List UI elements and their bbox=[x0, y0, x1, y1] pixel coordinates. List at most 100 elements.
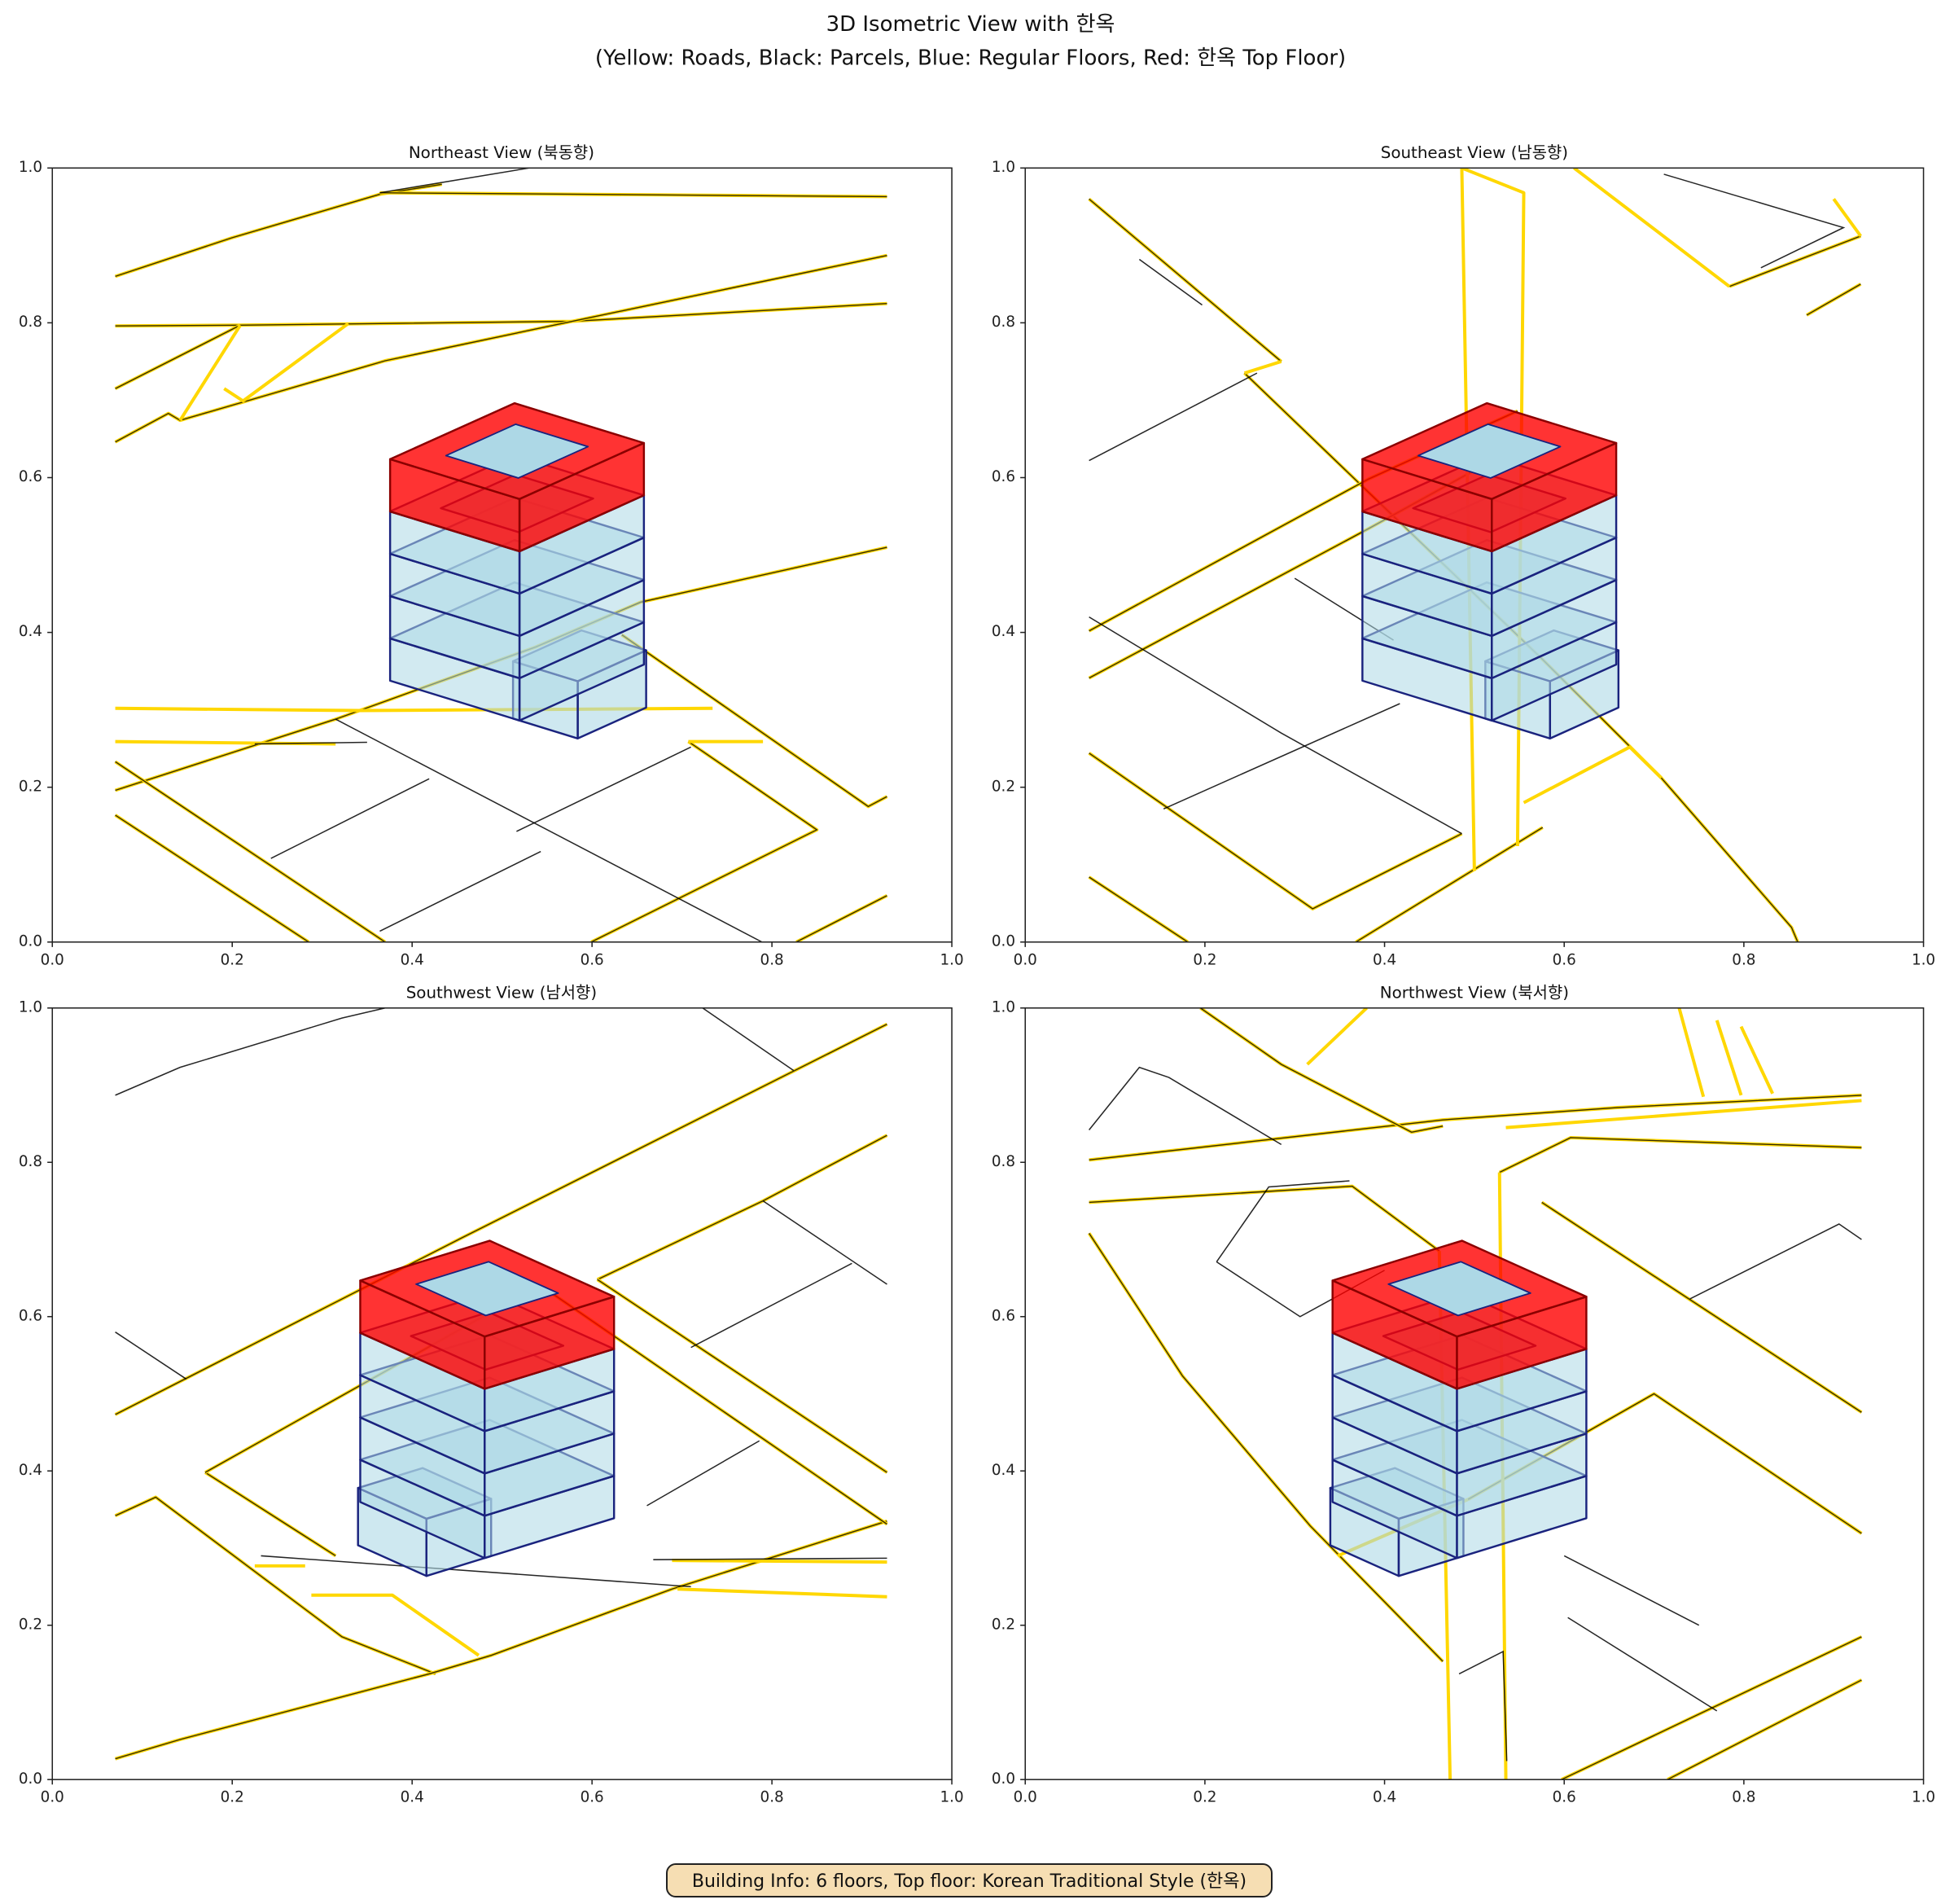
y-tick-label: 0.0 bbox=[19, 932, 42, 950]
hanok-courtyard-opening bbox=[1387, 1261, 1531, 1317]
parcel-edge-line bbox=[1667, 1679, 1862, 1780]
x-tick-label: 0.2 bbox=[1193, 1789, 1216, 1806]
parcel-edge-line bbox=[1806, 283, 1861, 316]
road-line bbox=[1243, 360, 1282, 375]
parcel-edge-line bbox=[1089, 198, 1282, 362]
parcel-line bbox=[379, 850, 541, 932]
parcel-line bbox=[1089, 1066, 1282, 1146]
parcel-line bbox=[115, 1331, 187, 1380]
road-line bbox=[1498, 1136, 1862, 1174]
parcel-line bbox=[1216, 1180, 1350, 1262]
parcel-line bbox=[1089, 616, 1462, 835]
x-tick-label: 0.2 bbox=[221, 951, 244, 968]
y-tick-label: 0.8 bbox=[19, 314, 42, 331]
road-line bbox=[672, 1559, 887, 1564]
y-tick-label: 0.4 bbox=[19, 623, 42, 640]
y-tick-label: 0.6 bbox=[992, 468, 1015, 485]
y-tick-label: 0.4 bbox=[992, 623, 1015, 640]
parcel-edge-line bbox=[204, 1472, 336, 1557]
x-tick-label: 1.0 bbox=[1912, 951, 1935, 968]
x-tick-label: 0.0 bbox=[41, 951, 64, 968]
parcel-line bbox=[1163, 703, 1400, 809]
y-tick-label: 0.0 bbox=[19, 1770, 42, 1788]
parcel-line bbox=[261, 1555, 691, 1588]
axes-frame bbox=[1024, 1007, 1925, 1780]
x-tick-label: 0.4 bbox=[1373, 951, 1396, 968]
road-line bbox=[1739, 1025, 1774, 1095]
road-line bbox=[1089, 1093, 1862, 1162]
x-tick-label: 1.0 bbox=[940, 951, 964, 968]
road-line bbox=[178, 324, 242, 422]
parcel-line bbox=[1563, 1555, 1700, 1626]
hanok-courtyard-opening bbox=[415, 1261, 559, 1317]
building bbox=[357, 1239, 616, 1577]
plot-area bbox=[114, 168, 888, 942]
road-line bbox=[1677, 1007, 1706, 1098]
x-tick-label: 0.2 bbox=[1193, 951, 1216, 968]
y-tick-label: 0.8 bbox=[992, 314, 1015, 331]
x-tick-label: 0.6 bbox=[581, 1789, 604, 1806]
subplot-title-southwest: Southwest View (남서향) bbox=[406, 984, 597, 1002]
parcel-edge-line bbox=[115, 303, 887, 327]
subplot-title-southeast: Southeast View (남동향) bbox=[1381, 143, 1568, 162]
parcel-line bbox=[1663, 173, 1846, 269]
x-tick-label: 0.4 bbox=[1373, 1789, 1396, 1806]
parcel-edge-line bbox=[115, 255, 887, 443]
parcel-edge-line bbox=[1089, 1185, 1440, 1252]
parcel-edge-line bbox=[1089, 876, 1189, 942]
parcel-edge-line bbox=[795, 895, 887, 942]
x-tick-label: 0.4 bbox=[401, 1789, 424, 1806]
axes-frame bbox=[1024, 167, 1925, 943]
figure-title-line2: (Yellow: Roads, Black: Parcels, Blue: Re… bbox=[595, 46, 1346, 70]
parcel-line bbox=[1458, 1650, 1508, 1761]
parcel-line bbox=[379, 168, 529, 194]
x-tick-label: 1.0 bbox=[940, 1789, 964, 1806]
subplot-title-northwest: Northwest View (북서향) bbox=[1380, 984, 1569, 1002]
y-tick-label: 0.6 bbox=[992, 1307, 1015, 1324]
parcel-edge-line bbox=[1200, 1007, 1444, 1133]
y-tick-label: 1.0 bbox=[19, 998, 42, 1016]
parcel-line bbox=[254, 741, 367, 745]
parcel-edge-line bbox=[115, 1496, 436, 1675]
road-line bbox=[311, 1593, 480, 1657]
x-tick-label: 0.6 bbox=[1553, 1789, 1576, 1806]
parcel-edge-line bbox=[1089, 1095, 1862, 1161]
y-tick-label: 1.0 bbox=[19, 159, 42, 176]
x-tick-label: 0.8 bbox=[760, 1789, 784, 1806]
figure-title-line1: 3D Isometric View with 한옥 bbox=[826, 12, 1115, 37]
parcel-line bbox=[690, 1262, 852, 1349]
x-tick-label: 0.8 bbox=[1732, 951, 1755, 968]
parcel-edge-line bbox=[115, 1520, 887, 1760]
building bbox=[1361, 401, 1620, 739]
parcel-line bbox=[653, 1557, 887, 1560]
parcel-edge-line bbox=[1089, 752, 1462, 910]
y-tick-label: 1.0 bbox=[992, 998, 1015, 1016]
road-line bbox=[596, 1134, 888, 1281]
road-line bbox=[677, 1587, 887, 1599]
y-tick-label: 0.8 bbox=[19, 1153, 42, 1170]
parcel-line bbox=[1689, 1223, 1862, 1300]
parcel-line bbox=[762, 1200, 887, 1285]
parcel-edge-line bbox=[115, 761, 386, 942]
y-tick-label: 0.0 bbox=[992, 1770, 1015, 1788]
hanok-courtyard-opening bbox=[445, 423, 589, 479]
parcel-edge-line bbox=[597, 1279, 887, 1473]
parcel-line bbox=[1138, 258, 1203, 306]
subplot-title-northeast: Northeast View (북동향) bbox=[409, 143, 594, 162]
parcel-edge-line bbox=[1541, 1201, 1862, 1413]
parcel-line bbox=[335, 718, 763, 942]
x-tick-label: 0.8 bbox=[760, 951, 784, 968]
plot-area bbox=[1088, 168, 1862, 942]
axes-frame bbox=[51, 1007, 953, 1780]
y-tick-label: 0.2 bbox=[19, 778, 42, 795]
y-tick-label: 0.2 bbox=[992, 778, 1015, 795]
parcel-edge-line bbox=[621, 634, 887, 808]
road-line bbox=[1573, 168, 1731, 288]
parcel-line bbox=[646, 1440, 760, 1507]
hanok-courtyard-opening bbox=[1417, 423, 1562, 479]
parcel-edge-line bbox=[115, 1024, 887, 1415]
road-line bbox=[1832, 198, 1862, 238]
